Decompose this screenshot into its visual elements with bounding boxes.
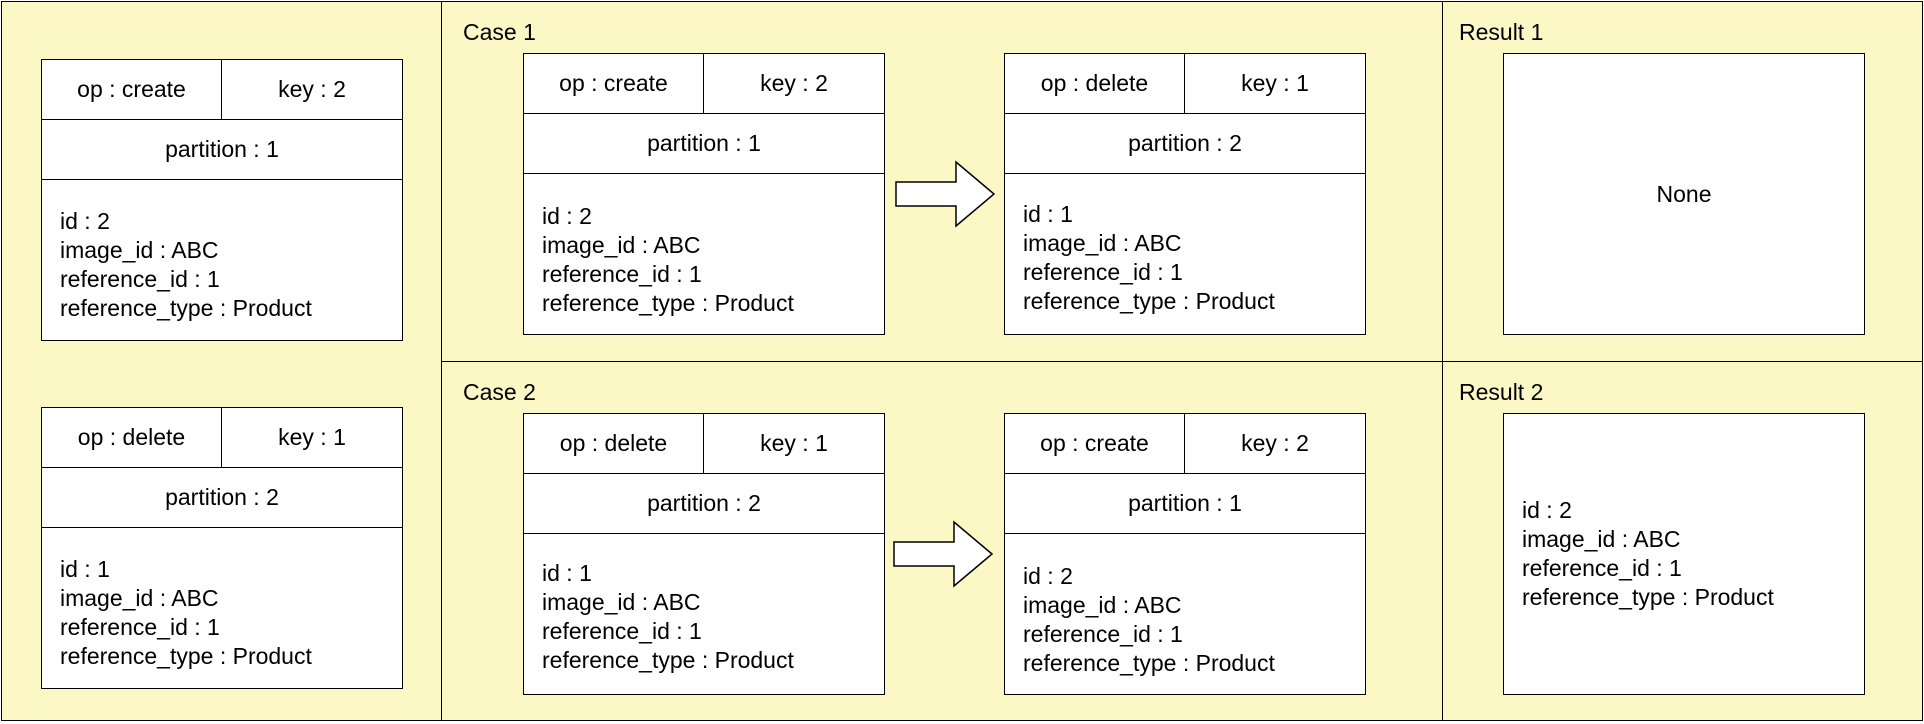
record-fields: id : 2 image_id : ABC reference_id : 1 r… (542, 202, 794, 318)
record-key: key : 2 (760, 70, 828, 96)
record-fields: id : 2 image_id : ABC reference_id : 1 r… (1023, 562, 1275, 678)
record-partition: partition : 1 (1005, 474, 1365, 534)
case-1-first-record: op : create key : 2 partition : 1 id : 2… (523, 53, 885, 335)
case-2-first-record: op : delete key : 1 partition : 2 id : 1… (523, 413, 885, 695)
result-2-box: id : 2 image_id : ABC reference_id : 1 r… (1503, 413, 1865, 695)
field-reference-type: reference_type : Product (1023, 650, 1275, 676)
arrow-right-icon (895, 160, 996, 228)
record-partition: partition : 2 (1005, 114, 1365, 174)
field-reference-id: reference_id : 1 (1522, 555, 1682, 581)
record-header: op : delete key : 1 (42, 408, 402, 468)
result-1-title: Result 1 (1459, 19, 1544, 45)
case-2-title: Case 2 (463, 379, 536, 405)
field-reference-type: reference_type : Product (60, 295, 312, 321)
field-reference-id: reference_id : 1 (1023, 259, 1183, 285)
record-header: op : delete key : 1 (524, 414, 884, 474)
record-op: op : create (1005, 414, 1185, 473)
field-reference-type: reference_type : Product (542, 647, 794, 673)
field-reference-type: reference_type : Product (60, 643, 312, 669)
field-id: id : 1 (60, 556, 110, 582)
result-1-box: None (1503, 53, 1865, 335)
record-partition: partition : 1 (524, 114, 884, 174)
record-op: op : create (42, 60, 222, 119)
field-reference-id: reference_id : 1 (542, 618, 702, 644)
field-image-id: image_id : ABC (1023, 592, 1182, 618)
field-reference-type: reference_type : Product (1522, 584, 1774, 610)
input-record-1: op : create key : 2 partition : 1 id : 2… (41, 59, 403, 341)
arrow-right-icon (893, 520, 994, 588)
record-header: op : delete key : 1 (1005, 54, 1365, 114)
field-id: id : 2 (542, 203, 592, 229)
field-image-id: image_id : ABC (542, 232, 701, 258)
case-2-panel: Case 2 op : delete key : 1 partition : 2… (441, 361, 1443, 721)
input-record-2: op : delete key : 1 partition : 2 id : 1… (41, 407, 403, 689)
field-id: id : 2 (60, 208, 110, 234)
field-reference-id: reference_id : 1 (542, 261, 702, 287)
record-header: op : create key : 2 (1005, 414, 1365, 474)
field-image-id: image_id : ABC (1023, 230, 1182, 256)
case-1-panel: Case 1 op : create key : 2 partition : 1… (441, 1, 1443, 362)
record-key: key : 2 (278, 76, 346, 102)
record-header: op : create key : 2 (524, 54, 884, 114)
record-op: op : delete (524, 414, 704, 473)
field-image-id: image_id : ABC (60, 585, 219, 611)
case-1-title: Case 1 (463, 19, 536, 45)
record-fields: id : 2 image_id : ABC reference_id : 1 r… (60, 207, 312, 323)
record-partition: partition : 1 (42, 120, 402, 180)
record-fields: id : 1 image_id : ABC reference_id : 1 r… (1023, 200, 1275, 316)
field-id: id : 2 (1522, 497, 1572, 523)
result-2-panel: Result 2 id : 2 image_id : ABC reference… (1442, 361, 1923, 721)
field-reference-id: reference_id : 1 (60, 614, 220, 640)
field-reference-type: reference_type : Product (1023, 288, 1275, 314)
record-op: op : delete (1005, 54, 1185, 113)
record-fields: id : 1 image_id : ABC reference_id : 1 r… (542, 559, 794, 675)
field-reference-id: reference_id : 1 (1023, 621, 1183, 647)
record-key: key : 1 (760, 430, 828, 456)
case-1-second-record: op : delete key : 1 partition : 2 id : 1… (1004, 53, 1366, 335)
field-id: id : 1 (542, 560, 592, 586)
field-image-id: image_id : ABC (60, 237, 219, 263)
field-reference-type: reference_type : Product (542, 290, 794, 316)
result-2-fields: id : 2 image_id : ABC reference_id : 1 r… (1522, 496, 1774, 612)
field-image-id: image_id : ABC (1522, 526, 1681, 552)
field-image-id: image_id : ABC (542, 589, 701, 615)
record-partition: partition : 2 (42, 468, 402, 528)
record-key: key : 1 (1241, 70, 1309, 96)
field-reference-id: reference_id : 1 (60, 266, 220, 292)
record-op: op : delete (42, 408, 222, 467)
record-key: key : 2 (1241, 430, 1309, 456)
record-fields: id : 1 image_id : ABC reference_id : 1 r… (60, 555, 312, 671)
case-2-second-record: op : create key : 2 partition : 1 id : 2… (1004, 413, 1366, 695)
record-op: op : create (524, 54, 704, 113)
field-id: id : 2 (1023, 563, 1073, 589)
result-2-title: Result 2 (1459, 379, 1544, 405)
record-key: key : 1 (278, 424, 346, 450)
result-1-none-text: None (1656, 180, 1712, 207)
field-id: id : 1 (1023, 201, 1073, 227)
result-1-panel: Result 1 None (1442, 1, 1923, 362)
record-header: op : create key : 2 (42, 60, 402, 120)
record-partition: partition : 2 (524, 474, 884, 534)
inputs-panel: op : create key : 2 partition : 1 id : 2… (1, 1, 442, 721)
